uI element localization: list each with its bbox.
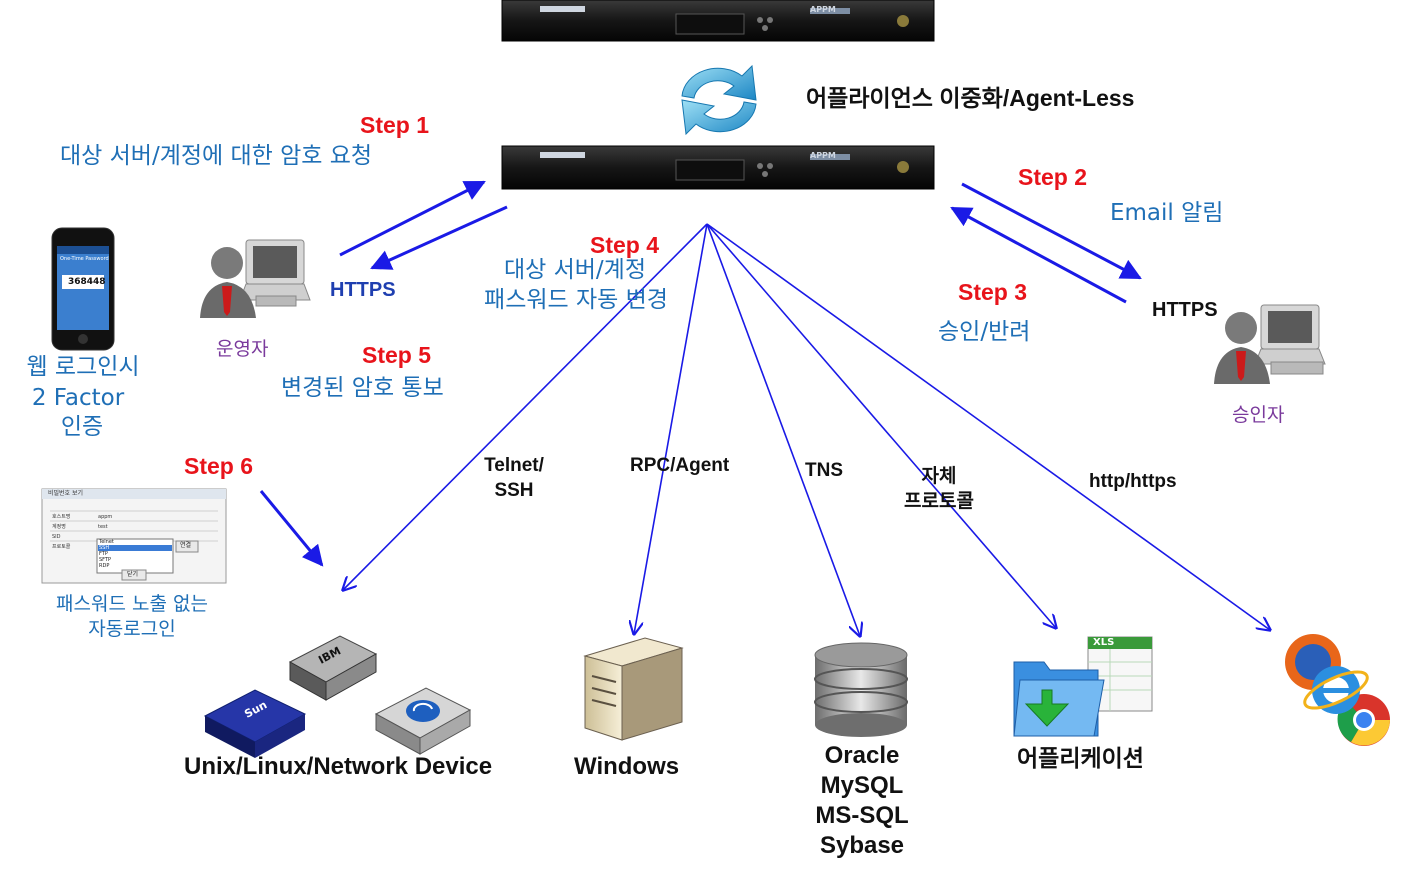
https-right-label: HTTPS <box>1152 299 1218 321</box>
arrow-appliance-to-operator <box>370 205 508 270</box>
step1-text: 대상 서버/계정에 대한 암호 요청 <box>60 143 373 169</box>
dialog-row-value: test <box>98 524 108 530</box>
password-dialog-icon <box>41 488 227 584</box>
protocol-option[interactable]: Telnet <box>99 539 114 545</box>
application-icon <box>1013 636 1153 737</box>
tns-label: TNS <box>805 460 843 481</box>
protocol-option[interactable]: RDP <box>99 563 110 569</box>
appliance-redundancy-title: 어플라이언스 이중화/Agent-Less <box>806 85 1135 111</box>
phone-icon <box>51 227 115 351</box>
dialog-connect-button[interactable]: 연결 <box>180 542 192 549</box>
https-left-label: HTTPS <box>330 279 396 301</box>
protocol-option[interactable]: SSH <box>99 545 110 551</box>
windows-label: Windows <box>574 753 680 780</box>
appliance-top-icon <box>501 0 935 42</box>
fanout-arrows <box>343 223 1270 636</box>
dialog-caption-line1: 패스워드 노출 없는 <box>56 593 208 615</box>
operator-icon <box>200 239 311 318</box>
telnet-ssh-label-1: Telnet/ <box>484 455 544 476</box>
step2-label: Step 2 <box>1018 164 1088 190</box>
dialog-title: 비밀번호 보기 <box>48 490 84 497</box>
step1-label: Step 1 <box>360 112 430 138</box>
telnet-ssh-label-2: SSH <box>494 480 534 501</box>
phone-caption-line2: 2 Factor <box>31 385 125 411</box>
windows-server-icon <box>583 637 684 741</box>
dialog-close-button[interactable]: 닫기 <box>127 571 139 578</box>
arrow-appliance-to-approver <box>961 182 1142 280</box>
operator-label: 운영자 <box>216 338 269 360</box>
phone-caption-line3: 인증 <box>60 414 104 440</box>
step4-text-line2: 패스워드 자동 변경 <box>484 287 668 313</box>
database-icon <box>814 642 908 737</box>
dialog-values: appm test <box>98 512 112 532</box>
protocol-select-list[interactable]: Telnet SSH FTP SFTP RDP <box>99 539 114 569</box>
approver-icon <box>1214 304 1326 384</box>
step4-text-line1: 대상 서버/계정 <box>503 257 647 283</box>
dialog-caption-line2: 자동로그인 <box>88 618 176 640</box>
phone-caption-line1: 웹 로그인시 <box>26 354 140 380</box>
step2-text: Email 알림 <box>1110 200 1224 226</box>
http-https-label: http/https <box>1089 471 1177 492</box>
sun-server-icon <box>203 689 307 758</box>
own-protocol-label-2: 프로토콜 <box>904 491 974 512</box>
dialog-row-label: 계정명 <box>52 524 66 530</box>
own-protocol-label-1: 자체 <box>921 466 957 487</box>
network-device-icon <box>374 687 472 755</box>
dialog-row-label: SID <box>52 534 61 540</box>
step6-label: Step 6 <box>184 453 254 479</box>
arrow-approver-to-appliance <box>950 206 1127 304</box>
arrow-operator-to-appliance <box>339 180 486 257</box>
step3-text: 승인/반려 <box>938 319 1031 345</box>
appliance-main-icon <box>501 145 935 190</box>
appliance-brand-label: APPM <box>810 5 836 14</box>
step3-label: Step 3 <box>958 279 1028 305</box>
step5-label: Step 5 <box>362 342 432 368</box>
database-labels: Oracle MySQL MS-SQL Sybase <box>800 741 924 861</box>
step5-text: 변경된 암호 통보 <box>281 375 444 401</box>
dialog-row-label: 호스트명 <box>52 514 71 520</box>
dialog-row-value: appm <box>98 514 113 520</box>
step4-label: Step 4 <box>590 232 660 258</box>
dialog-rows: 호스트명 계정명 SID 프로토콜 <box>52 512 70 552</box>
arrow-step6 <box>259 490 324 567</box>
phone-otp-code: 368448 <box>68 277 106 287</box>
protocol-option[interactable]: FTP <box>99 551 108 557</box>
approver-label: 승인자 <box>1232 404 1285 426</box>
xls-label: XLS <box>1093 637 1115 648</box>
browser-icons <box>1285 634 1390 746</box>
application-label: 어플리케이션 <box>1017 745 1144 771</box>
ibm-server-icon <box>288 635 378 701</box>
db-label: Sybase <box>819 832 905 859</box>
db-label: MS-SQL <box>815 802 909 829</box>
sync-cycle-icon <box>681 64 757 136</box>
protocol-option[interactable]: SFTP <box>99 557 112 563</box>
appliance-main-brand-label: APPM <box>810 151 836 160</box>
db-label: MySQL <box>820 772 904 799</box>
phone-header-label: One-Time Password <box>60 256 109 262</box>
unix-linux-network-label: Unix/Linux/Network Device <box>184 753 493 780</box>
rpc-agent-label: RPC/Agent <box>630 455 730 476</box>
db-label: Oracle <box>824 742 900 769</box>
dialog-row-label: 프로토콜 <box>52 544 71 550</box>
